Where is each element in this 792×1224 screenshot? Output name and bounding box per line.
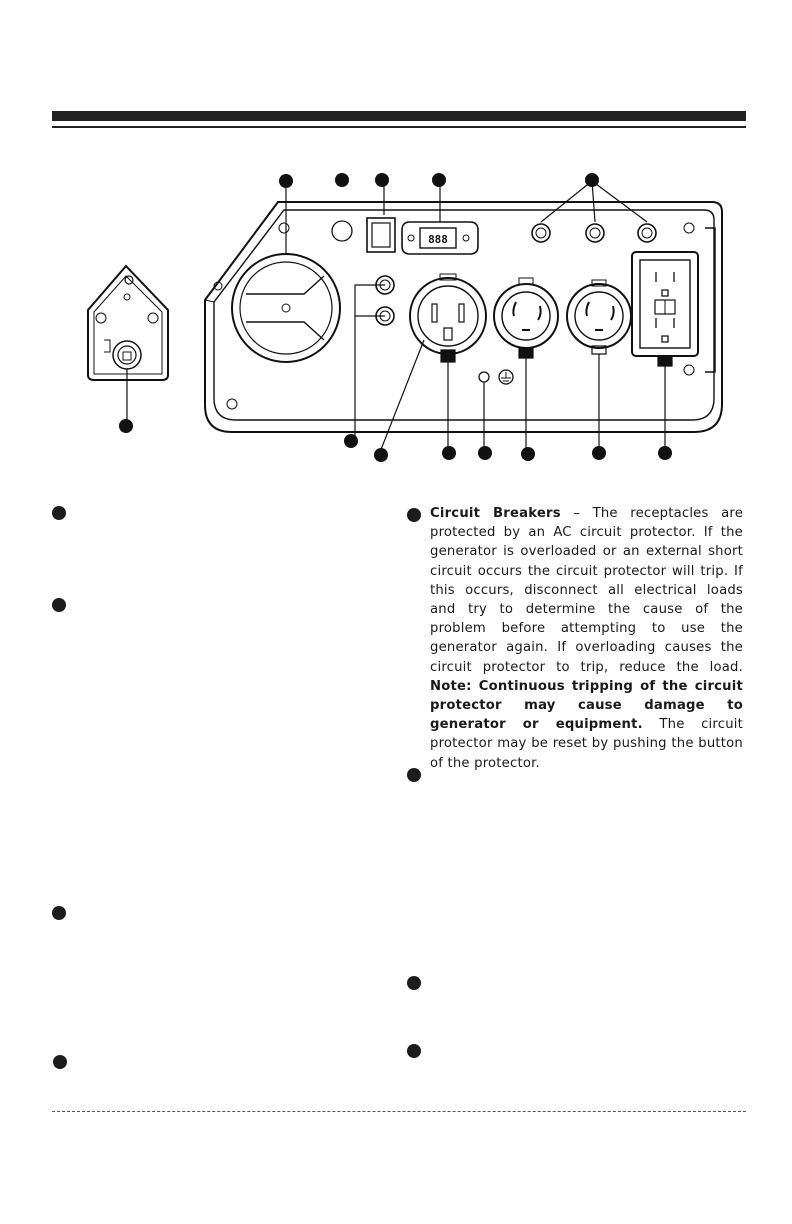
side-panel [87,264,169,381]
bullet-left-1 [52,506,66,520]
footer-dashed-rule [52,1111,746,1112]
circuit-breakers-paragraph: Circuit Breakers – The receptacles are p… [430,504,743,773]
bullet-left-2 [52,598,66,612]
display-readout: 888 [428,233,448,246]
circuit-breakers-reset-text: The circuit protector may be reset by pu… [430,717,743,771]
circuit-breakers-title: Circuit Breakers [430,506,561,521]
circuit-breakers-note: Note: Continuous tripping of the circuit… [430,678,743,733]
bullet-right-3 [407,976,421,990]
control-panel-diagram: 888 [87,173,723,462]
bullet-right-2 [407,768,421,782]
circuit-breakers-body: The receptacles are protected by an AC c… [430,506,744,675]
bullet-circuit-breakers [407,508,421,522]
section-header-bar [52,111,746,121]
bullet-right-4 [407,1044,421,1058]
bullet-left-4 [53,1055,67,1069]
bullet-left-3 [52,906,66,920]
title-dash: – [560,506,593,521]
section-header-rule [52,126,746,128]
